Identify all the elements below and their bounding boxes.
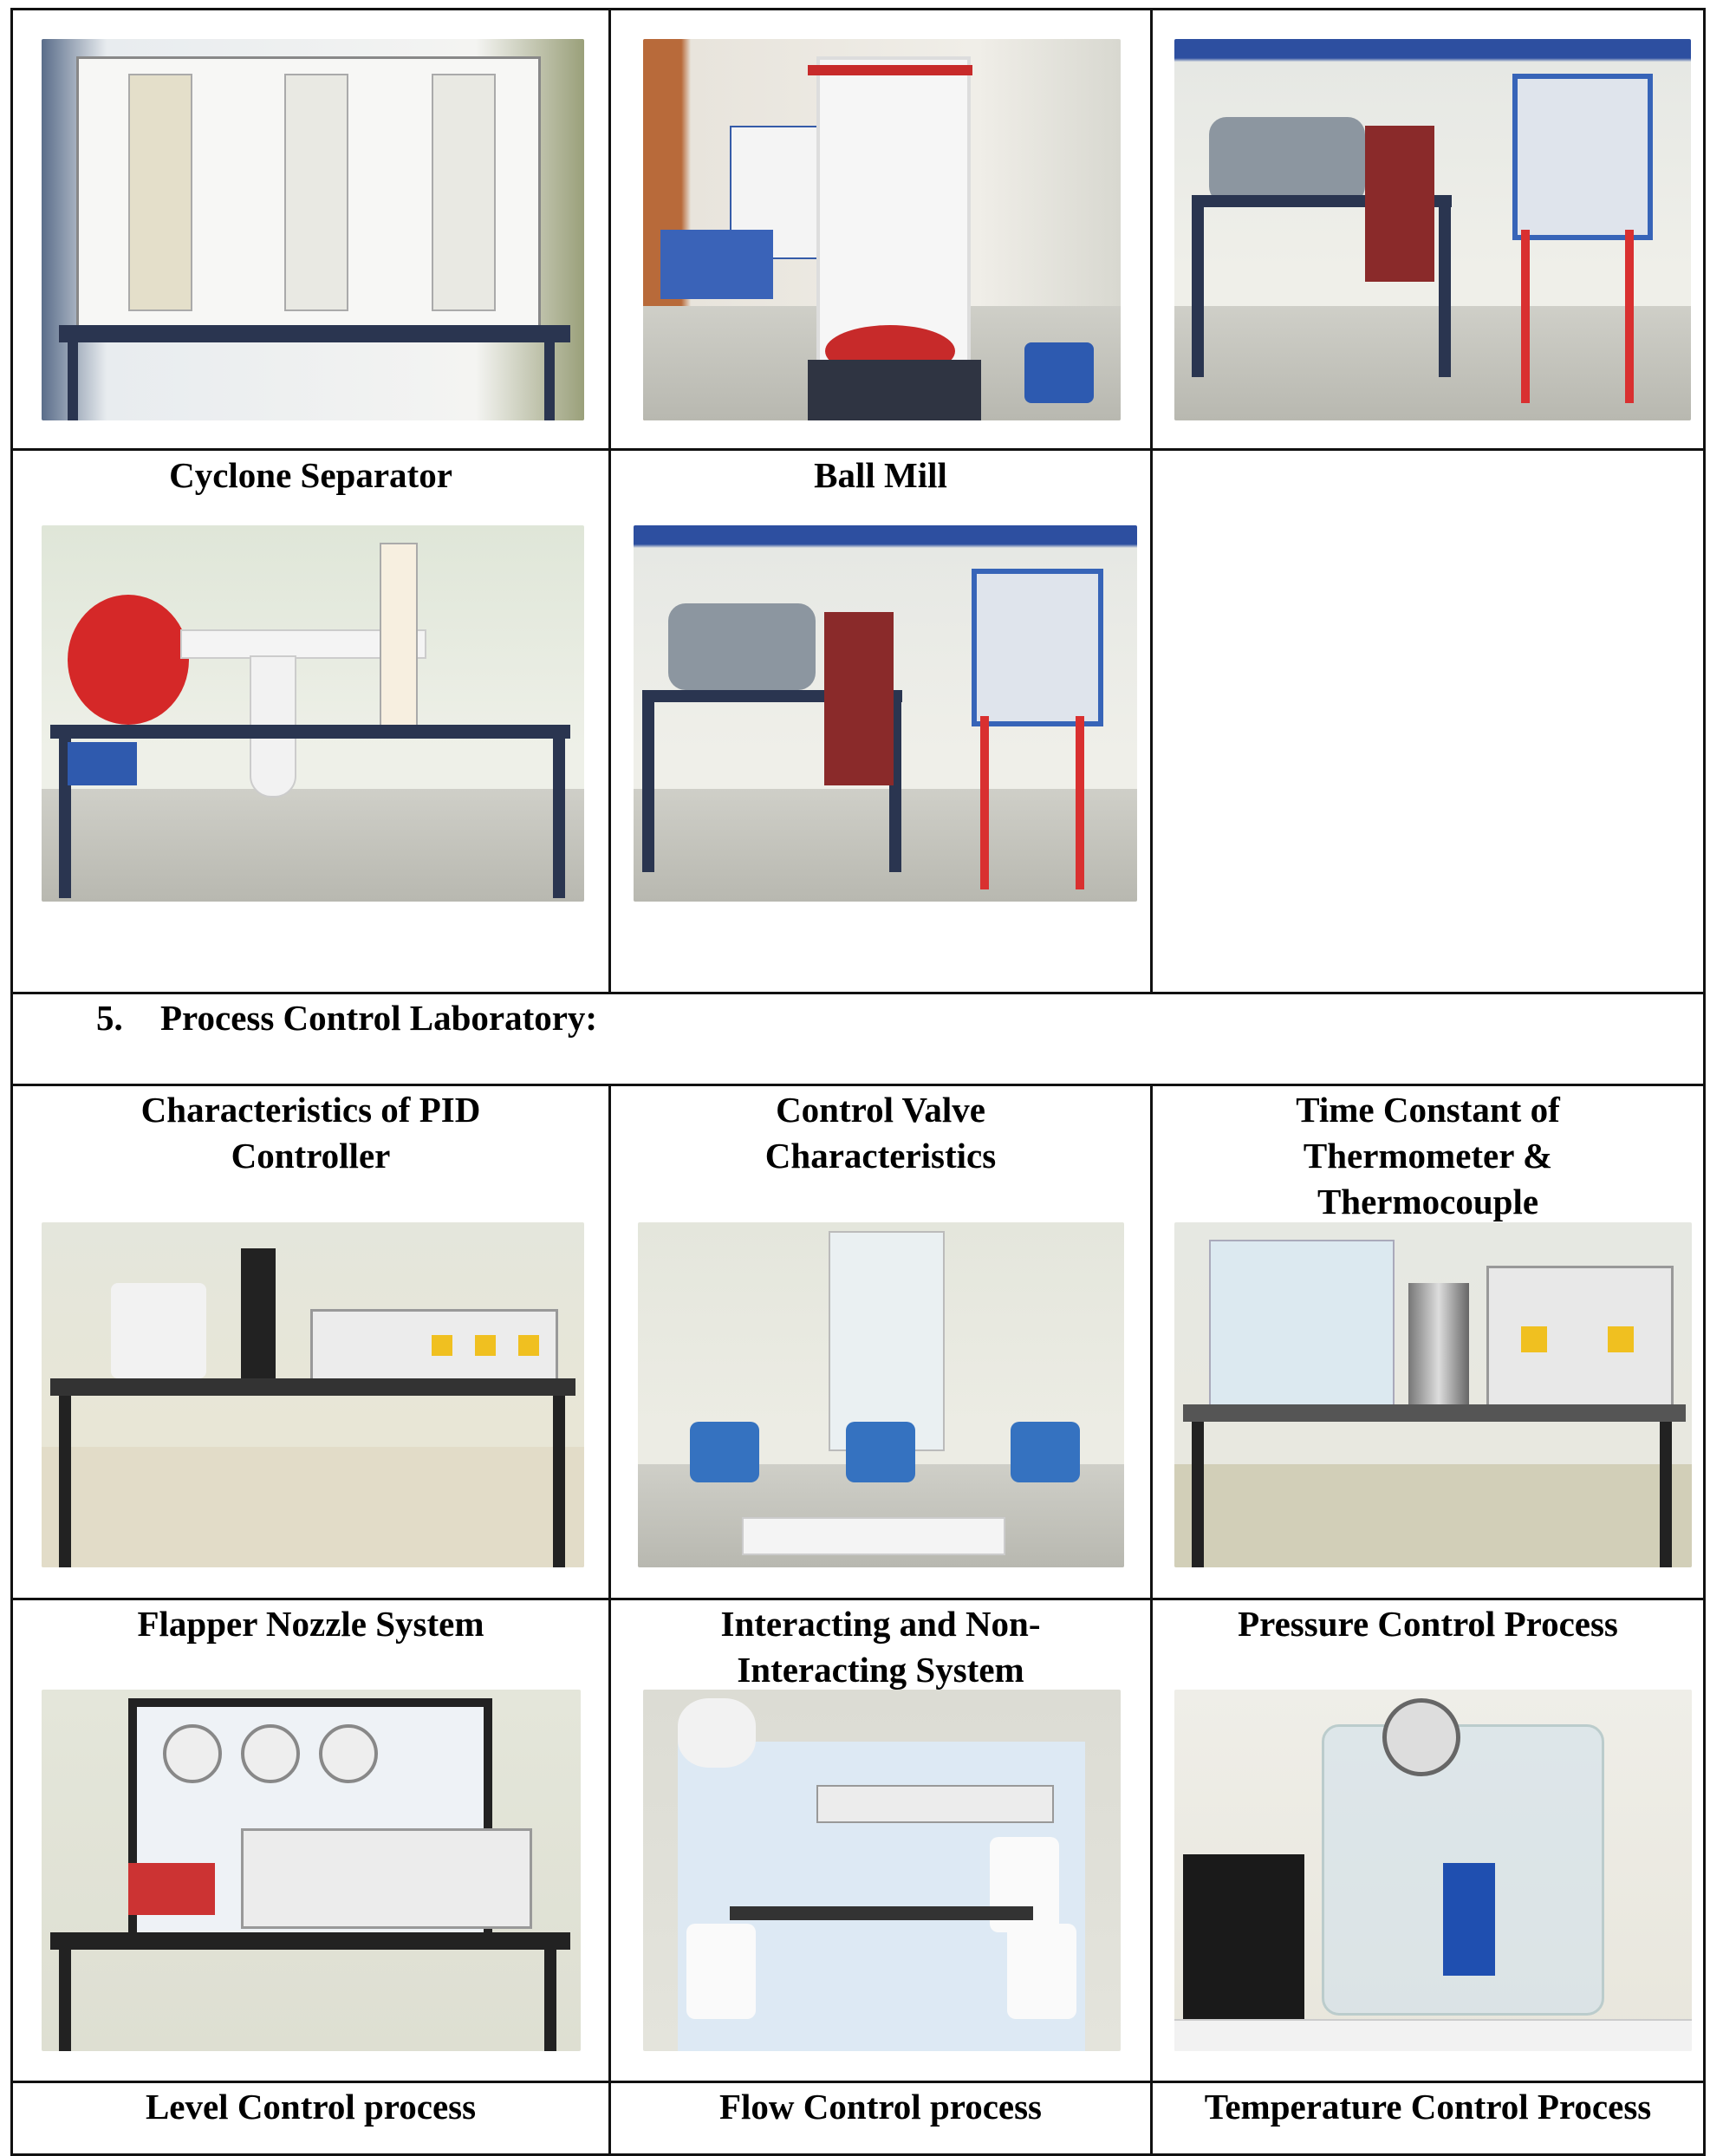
section-title: Process Control Laboratory: — [160, 998, 598, 1038]
photo-pressure-control — [1174, 1690, 1692, 2051]
row-divider — [11, 1598, 1706, 1600]
section-heading: 5. Process Control Laboratory: — [96, 997, 597, 1039]
photo-ball-mill-2 — [634, 525, 1137, 902]
table-border-right — [1703, 8, 1706, 2156]
caption-ball-mill: Ball Mill — [814, 455, 947, 495]
table-border-bottom — [11, 2153, 1706, 2156]
caption-level-control: Level Control process — [145, 2087, 477, 2127]
photo-interacting-system — [643, 1690, 1121, 2051]
row-divider — [11, 2081, 1706, 2083]
caption-pid-controller: Characteristics of PID Controller — [140, 1090, 481, 1176]
row-divider — [11, 1084, 1706, 1086]
row-divider — [11, 448, 1706, 451]
column-divider — [608, 1084, 611, 2156]
photo-pid-controller — [42, 1222, 584, 1567]
caption-flapper-nozzle: Flapper Nozzle System — [137, 1604, 484, 1644]
column-divider — [1150, 8, 1153, 993]
photo-control-valve — [638, 1222, 1124, 1567]
column-divider — [608, 8, 611, 993]
photo-ball-mill-1 — [1174, 39, 1691, 420]
section-number: 5. — [96, 998, 123, 1038]
caption-flow-control: Flow Control process — [718, 2087, 1043, 2127]
caption-cyclone-separator: Cyclone Separator — [169, 455, 452, 495]
table-border-left — [10, 8, 13, 2156]
column-divider — [1150, 1084, 1153, 2156]
caption-temperature-control: Temperature Control Process — [1204, 2087, 1652, 2127]
photo-flapper-nozzle — [42, 1690, 581, 2051]
table-border-top — [11, 8, 1706, 10]
caption-control-valve: Control Valve Characteristics — [764, 1090, 997, 1176]
caption-interacting-system: Interacting and Non-Interacting System — [720, 1604, 1041, 1690]
row-divider — [11, 992, 1706, 994]
photo-time-constant — [1174, 1222, 1692, 1567]
photo-equipment-2 — [643, 39, 1121, 420]
photo-cyclone-separator-2 — [42, 525, 584, 902]
caption-time-constant: Time Constant of Thermometer & Thermocou… — [1296, 1090, 1560, 1221]
caption-pressure-control: Pressure Control Process — [1238, 1604, 1618, 1644]
photo-cyclone-separator — [42, 39, 584, 420]
